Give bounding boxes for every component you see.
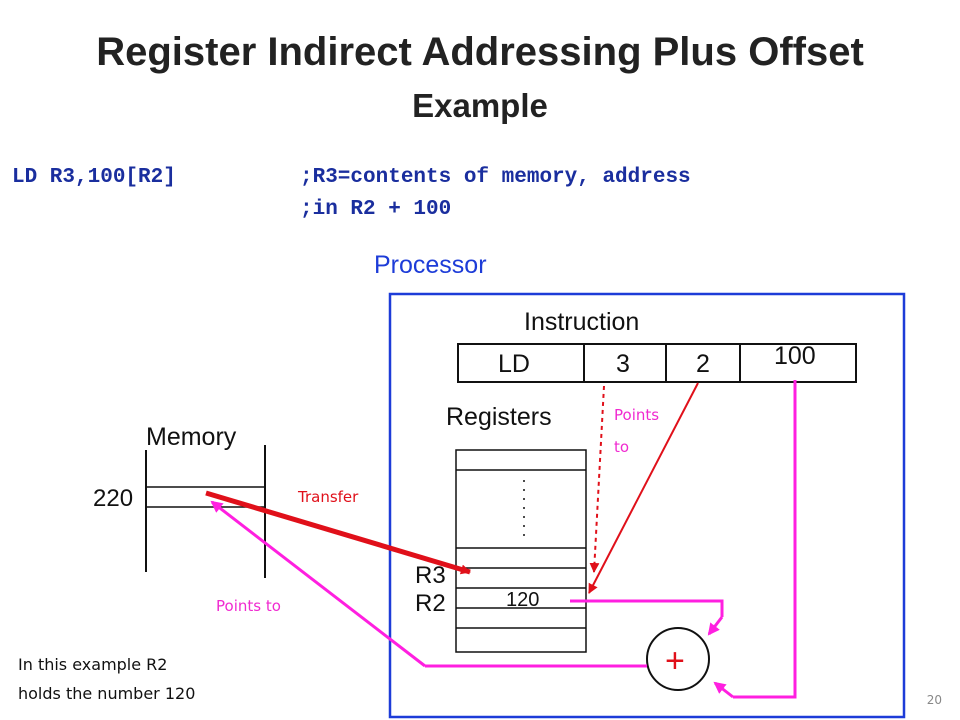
adder-plus: +: [665, 642, 685, 680]
points-to-top-line1: Points: [614, 406, 659, 424]
processor-box: [388, 292, 906, 719]
instruction-field-opcode: LD: [498, 350, 530, 378]
processor-label: Processor: [374, 251, 487, 279]
instruction-field-dest: 3: [616, 350, 630, 378]
page-number: 20: [926, 693, 942, 707]
register-file: [455, 449, 587, 653]
memory-label: Memory: [146, 423, 237, 451]
transfer-arrow: [205, 490, 471, 575]
r2-to-adder-path: [570, 599, 724, 617]
adder-circle: [646, 627, 710, 691]
slide-subtitle: Example: [412, 87, 548, 124]
field2-to-r2-arrow: [588, 382, 699, 594]
code-comment-line1: ;R3=contents of memory, address: [300, 166, 691, 189]
instruction-field-offset: 100: [774, 342, 816, 370]
transfer-label: Transfer: [297, 488, 359, 506]
offset-to-adder-path: [733, 380, 797, 699]
memory-address-220: 220: [93, 485, 133, 512]
register-r3-label: R3: [415, 562, 446, 589]
instruction-label: Instruction: [524, 308, 639, 336]
example-note-line2: holds the number 120: [18, 684, 196, 703]
points-to-bottom-label: Points to: [216, 597, 281, 615]
registers-label: Registers: [446, 403, 552, 431]
instruction-field-base: 2: [696, 350, 710, 378]
example-note: In this example R2 holds the number 120: [18, 650, 195, 708]
code-comment-line2: ;in R2 + 100: [300, 198, 452, 221]
slide-title: Register Indirect Addressing Plus Offset: [96, 30, 864, 74]
register-r2-value: 120: [506, 589, 539, 611]
example-note-line1: In this example R2: [18, 655, 168, 674]
field3-to-r3-arrow: [589, 385, 605, 573]
points-to-top-line2: to: [614, 438, 629, 456]
code-instruction: LD R3,100[R2]: [12, 166, 176, 189]
register-r2-label: R2: [415, 590, 446, 617]
instruction-box: [457, 343, 857, 383]
